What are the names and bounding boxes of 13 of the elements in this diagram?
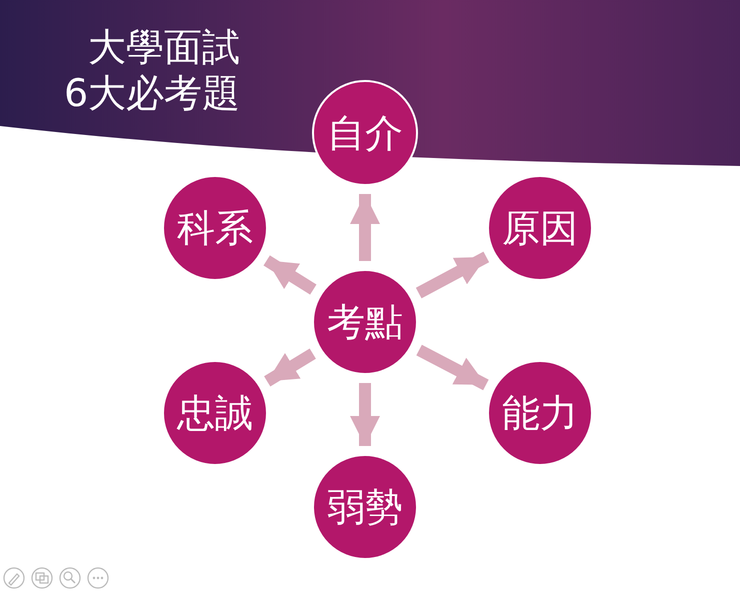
topic-circle: 弱勢 [312, 454, 418, 560]
title: 大學面試6大必考題 [64, 24, 242, 116]
topic-circle: 忠誠 [162, 360, 268, 466]
topic-circle: 考點 [312, 269, 418, 375]
arrow [350, 194, 380, 261]
topic-circle: 能力 [487, 360, 593, 466]
topic-circle: 科系 [162, 175, 268, 281]
arrow [416, 344, 489, 390]
arrow [264, 348, 316, 387]
arrow [350, 383, 380, 446]
arrow [264, 255, 316, 295]
topic-circle: 原因 [487, 175, 593, 281]
arrow [416, 252, 490, 298]
